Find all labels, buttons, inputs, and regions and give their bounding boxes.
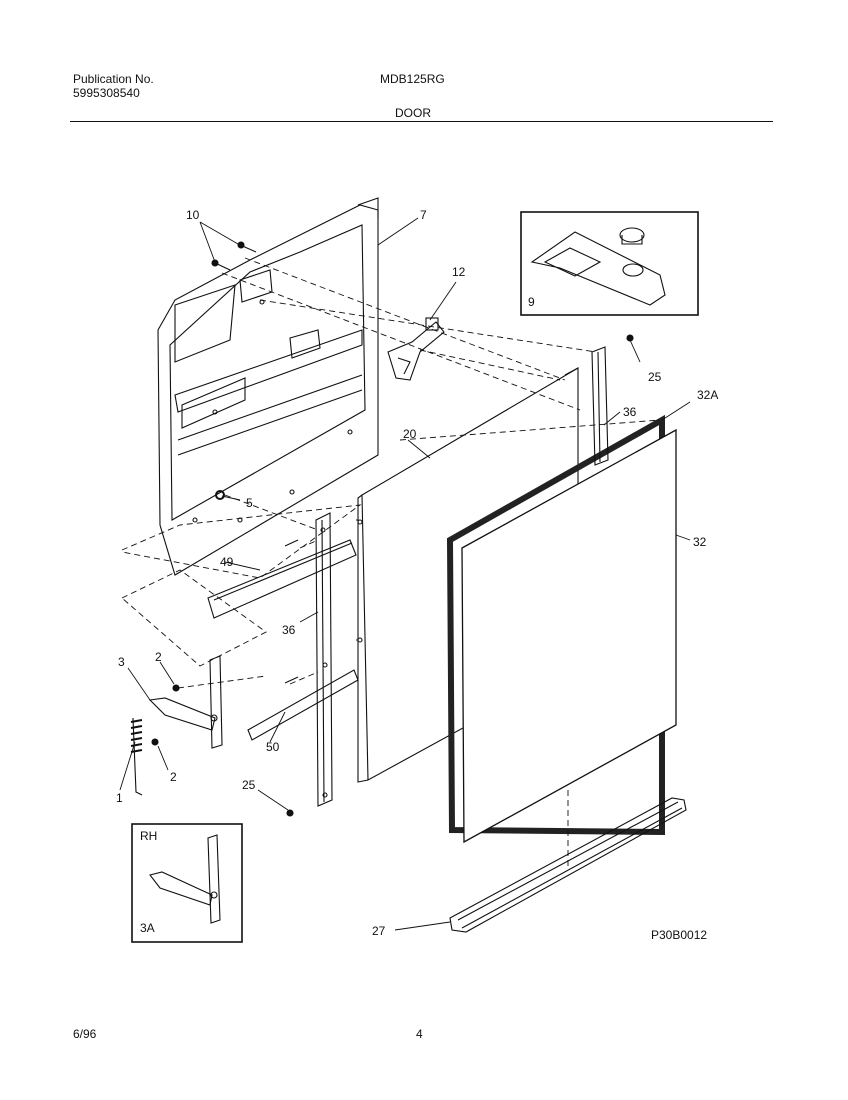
callout-27: 27 [372,924,386,938]
callout-20: 20 [403,427,417,441]
publication-number: 5995308540 [73,86,140,100]
publication-label: Publication No. [73,72,154,86]
decor-panel-32 [446,414,677,844]
callout-2-top: 2 [155,650,162,664]
screws-2-25 [151,334,634,817]
dispenser-inset-box [520,211,699,316]
channel-50 [247,669,359,741]
footer-page-number: 4 [416,1027,423,1041]
callout-3: 3 [118,655,125,669]
callout-12: 12 [452,265,466,279]
callout-7: 7 [420,208,427,222]
callout-25-bottom: 25 [242,778,256,792]
callout-2-bottom: 2 [170,770,177,784]
rh-hinge-inset-box [131,823,243,943]
callout-50: 50 [266,740,280,754]
model-number: MDB125RG [380,72,445,86]
callout-32a: 32A [697,388,718,402]
header-rule [70,121,773,122]
callout-32: 32 [693,535,707,549]
inset-label-rh: RH [140,829,157,843]
callout-36-right: 36 [623,405,637,419]
callout-49: 49 [220,555,234,569]
section-title: DOOR [395,106,431,120]
callout-10: 10 [186,208,200,222]
footer-date: 6/96 [73,1027,97,1041]
alignment-lines [121,257,661,868]
screws-10 [211,241,257,271]
callout-9: 9 [528,295,535,309]
callout-3a: 3A [140,921,155,935]
callout-5: 5 [246,496,253,510]
inner-door-frame [157,197,379,576]
hinge-3 [148,655,223,749]
spring-1 [130,717,143,796]
channel-49 [207,539,357,619]
leader-lines [119,217,691,931]
latch-12 [387,317,445,381]
trim-strip-36-right [591,346,609,466]
callout-25-top: 25 [648,370,662,384]
callout-1: 1 [116,791,123,805]
diagram-code: P30B0012 [651,928,707,942]
callout-36-left: 36 [282,623,296,637]
trim-strip-36-left [315,512,333,807]
